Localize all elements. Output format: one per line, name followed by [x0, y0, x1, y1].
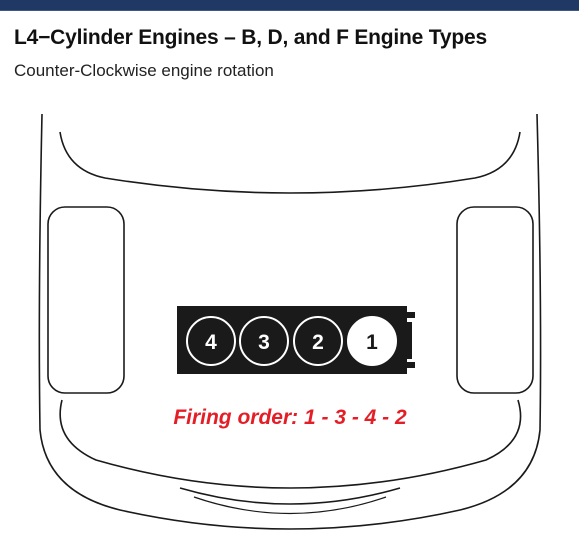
- grille-lower-line: [193, 496, 387, 515]
- left-headlight: [47, 206, 125, 394]
- crank-pulley: [407, 322, 412, 359]
- crank-pulley-tick-top: [405, 312, 415, 318]
- page-subtitle: Counter-Clockwise engine rotation: [14, 61, 274, 80]
- cylinder-1: [347, 316, 397, 366]
- cylinder-3: [239, 316, 289, 366]
- right-headlight: [456, 206, 534, 394]
- cylinder-4-label: 4: [205, 331, 217, 354]
- car-body-outline: [38, 113, 542, 530]
- hood-line: [59, 131, 521, 194]
- cylinder-4: [186, 316, 236, 366]
- header-bar: [0, 0, 579, 11]
- page-title: L4−Cylinder Engines – B, D, and F Engine…: [14, 26, 487, 49]
- firing-order-label: Firing order: 1 - 3 - 4 - 2: [173, 406, 407, 429]
- bumper-line: [59, 399, 522, 489]
- cylinder-1-label: 1: [366, 331, 378, 354]
- engine-block: 4 3 2 1: [177, 306, 415, 374]
- crank-pulley-tick-bottom: [405, 362, 415, 368]
- grille-line: [179, 487, 401, 505]
- cylinder-2: [293, 316, 343, 366]
- cylinder-3-label: 3: [258, 331, 270, 354]
- cylinder-2-label: 2: [312, 331, 324, 354]
